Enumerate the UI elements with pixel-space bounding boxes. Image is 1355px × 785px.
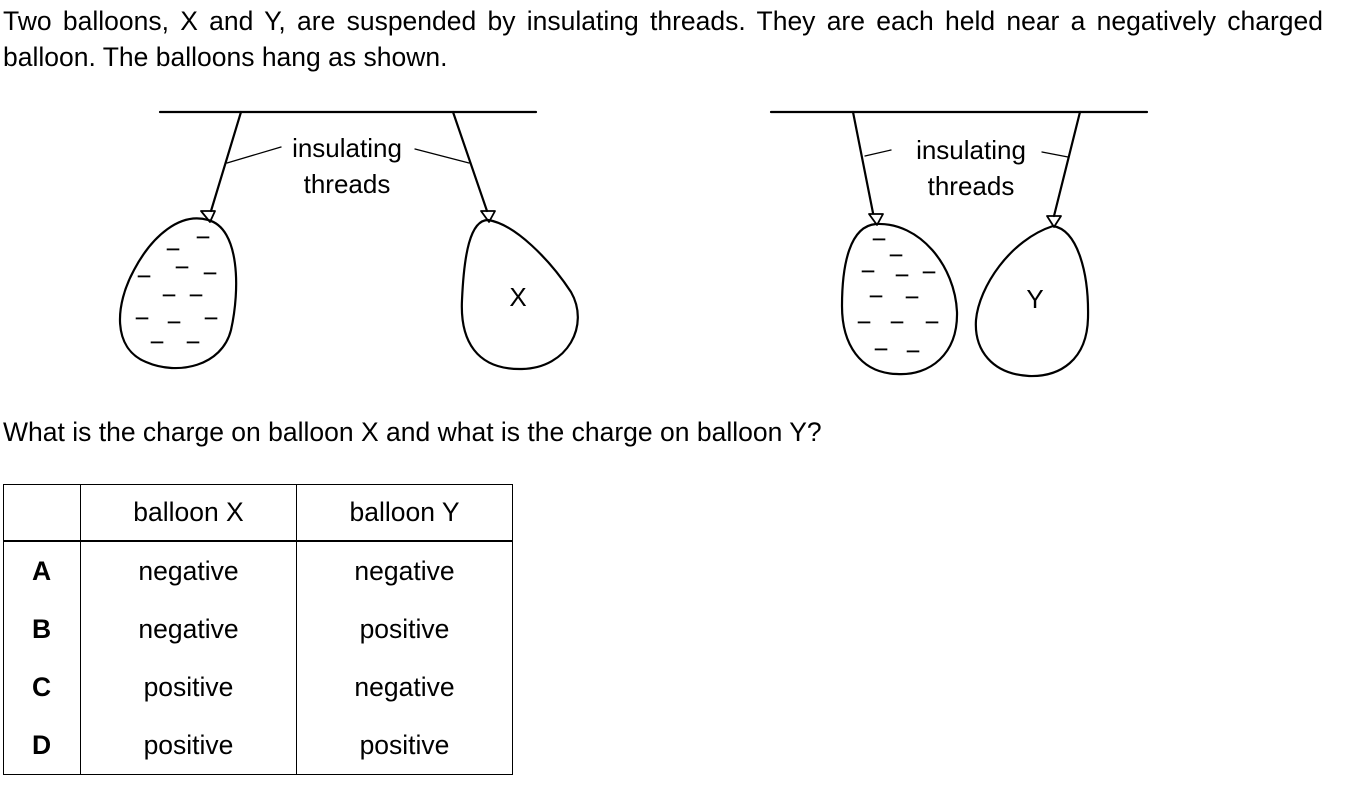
answer-table: balloon X balloon Y A negative negative …	[3, 484, 513, 775]
thread-label-right-line2: threads	[928, 171, 1015, 201]
table-row[interactable]: B negative positive	[3, 600, 513, 658]
knot-left-charged	[200, 210, 216, 223]
balloon-y	[974, 224, 1090, 378]
option-x-charge: negative	[80, 600, 297, 658]
option-y-charge: positive	[296, 716, 513, 775]
svg-text:−: −	[905, 336, 920, 366]
charge-markings-right: − − − − − − − − − − − −	[856, 224, 939, 366]
header-balloon-y: balloon Y	[296, 484, 513, 542]
balloon-y-label: Y	[1026, 284, 1043, 314]
svg-text:−: −	[889, 307, 904, 337]
question-intro: Two balloons, X and Y, are suspended by …	[3, 6, 1323, 72]
thread-left-charged	[209, 110, 243, 213]
svg-text:−: −	[860, 256, 875, 286]
balloons-diagram: − − − − − − − − − − − − − − − − − − − − …	[118, 110, 1149, 378]
svg-text:−: −	[149, 327, 164, 357]
knot-y	[1046, 215, 1062, 228]
option-y-charge: negative	[296, 658, 513, 716]
thread-right-charged	[851, 110, 875, 215]
option-x-charge: positive	[80, 716, 297, 775]
thread-label-right-line1: insulating	[916, 135, 1026, 165]
svg-text:−: −	[888, 240, 903, 270]
svg-text:−: −	[174, 252, 189, 282]
label-leader-left-a	[226, 146, 282, 164]
svg-text:−: −	[165, 234, 180, 264]
svg-text:−: −	[921, 257, 936, 287]
balloon-x	[460, 218, 579, 371]
svg-text:−: −	[924, 307, 939, 337]
svg-text:−: −	[161, 280, 176, 310]
svg-text:−: −	[873, 334, 888, 364]
question-prompt: What is the charge on balloon X and what…	[3, 417, 822, 447]
svg-text:−: −	[136, 261, 151, 291]
label-leader-right-b	[1041, 151, 1069, 158]
option-y-charge: positive	[296, 600, 513, 658]
thread-y	[1052, 110, 1082, 218]
option-letter[interactable]: B	[3, 600, 81, 658]
svg-text:−: −	[203, 303, 218, 333]
svg-text:−: −	[904, 282, 919, 312]
table-header-row: balloon X balloon Y	[3, 484, 513, 542]
svg-text:−: −	[894, 260, 909, 290]
header-balloon-x: balloon X	[80, 484, 297, 542]
label-leader-right-a	[864, 149, 892, 157]
knot-right-charged	[868, 213, 884, 226]
thread-x	[451, 110, 489, 213]
option-letter[interactable]: A	[3, 541, 81, 600]
svg-text:−: −	[134, 303, 149, 333]
table-row[interactable]: A negative negative	[3, 541, 513, 600]
option-letter[interactable]: C	[3, 658, 81, 716]
svg-text:−: −	[188, 280, 203, 310]
svg-text:−: −	[202, 258, 217, 288]
charge-markings-left: − − − − − − − − − − − −	[134, 222, 218, 357]
option-letter[interactable]: D	[3, 716, 81, 775]
thread-label-left-line2: threads	[304, 169, 391, 199]
svg-text:−: −	[195, 222, 210, 252]
thread-label-left-line1: insulating	[292, 133, 402, 163]
balloon-x-label: X	[509, 282, 526, 312]
option-x-charge: negative	[80, 541, 297, 600]
svg-text:−: −	[871, 224, 886, 254]
option-x-charge: positive	[80, 658, 297, 716]
charged-balloon-left	[118, 217, 238, 370]
table-row[interactable]: C positive negative	[3, 658, 513, 716]
svg-text:−: −	[856, 307, 871, 337]
svg-text:−: −	[166, 307, 181, 337]
charged-balloon-right	[840, 222, 959, 376]
label-leader-left-b	[414, 148, 470, 164]
svg-text:−: −	[868, 281, 883, 311]
table-row[interactable]: D positive positive	[3, 716, 513, 775]
header-empty	[3, 484, 81, 542]
option-y-charge: negative	[296, 541, 513, 600]
knot-x	[480, 210, 496, 223]
svg-text:−: −	[185, 327, 200, 357]
